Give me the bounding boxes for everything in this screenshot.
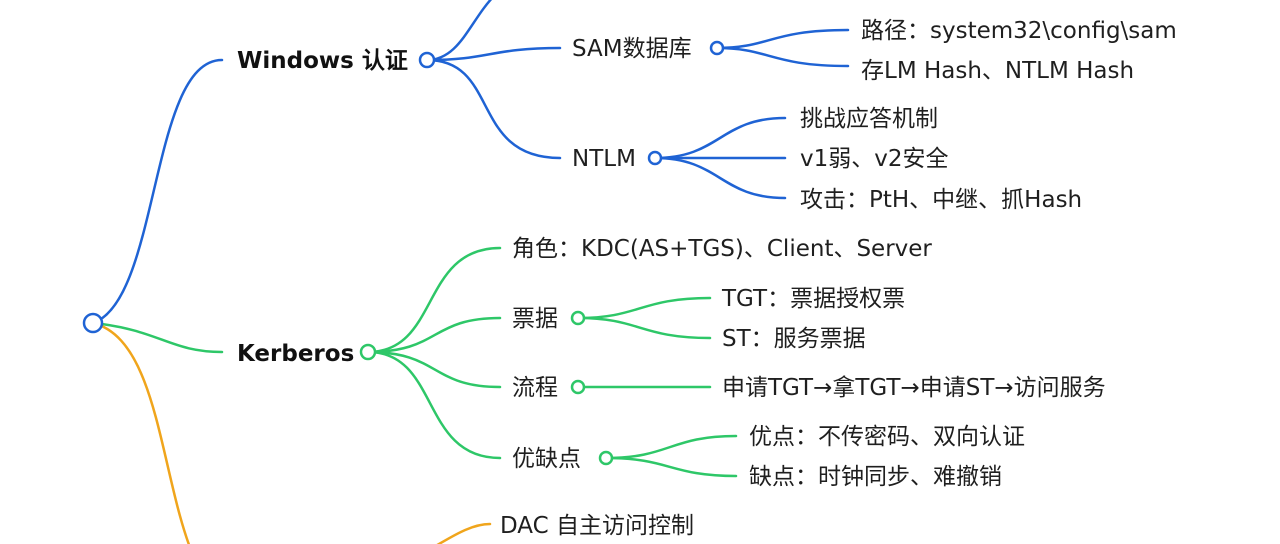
windows-node[interactable] (418, 51, 436, 69)
proscons-node[interactable] (598, 450, 614, 466)
kerberos-node[interactable] (359, 343, 377, 361)
edge-windows-sam (425, 46, 562, 62)
pros-label[interactable]: 优点：不传密码、双向认证 (749, 424, 1025, 450)
root-node[interactable] (82, 312, 104, 334)
edge-windows-ntlm (425, 58, 562, 160)
sam-stores-label[interactable]: 存LM Hash、NTLM Hash (861, 58, 1135, 84)
ntlm-node[interactable] (647, 150, 663, 166)
access-control-branch-lines (91, 321, 492, 544)
cons-label[interactable]: 缺点：时钟同步、难撤销 (749, 464, 1002, 490)
ntlm-attacks-label[interactable]: 攻击：PtH、中继、抓Hash (800, 187, 1083, 213)
ntlm-label[interactable]: NTLM (572, 146, 636, 172)
sam-path-label[interactable]: 路径：system32\config\sam (861, 18, 1177, 44)
kerberos-branch-lines (91, 246, 738, 478)
tickets-node[interactable] (570, 310, 586, 326)
windows-branch-lines (91, 0, 850, 325)
edge-root-access (91, 321, 191, 544)
node-circles (82, 40, 725, 466)
proscons-label[interactable]: 优缺点 (512, 446, 581, 472)
dac-label[interactable]: DAC 自主访问控制 (500, 513, 695, 539)
edge-proscons-pros (604, 434, 738, 460)
edge-tickets-st (576, 316, 712, 340)
tgt-label[interactable]: TGT：票据授权票 (722, 286, 906, 312)
edge-ntlm-challenge (653, 116, 787, 160)
kerberos-roles-label[interactable]: 角色：KDC(AS+TGS)、Client、Server (512, 236, 932, 262)
kerberos-label[interactable]: Kerberos (237, 341, 355, 367)
windows-label[interactable]: Windows 认证 (237, 48, 408, 74)
edge-kerberos-tickets (366, 316, 502, 354)
edge-proscons-cons (604, 456, 738, 478)
edge-ntlm-attacks (653, 156, 787, 200)
ntlm-challenge-label[interactable]: 挑战应答机制 (800, 106, 938, 132)
sam-label[interactable]: SAM数据库 (572, 36, 692, 62)
edge-sam-stores (715, 46, 850, 68)
edge-tickets-tgt (576, 296, 712, 320)
tickets-label[interactable]: 票据 (512, 306, 558, 332)
edge-sam-path (715, 28, 850, 50)
edge-root-kerberos (91, 321, 224, 354)
flow-node[interactable] (570, 379, 586, 395)
edge-access-dac (436, 522, 492, 544)
edge-kerberos-flow (366, 350, 502, 389)
sam-node[interactable] (709, 40, 725, 56)
flow-steps-label[interactable]: 申请TGT→拿TGT→申请ST→访问服务 (722, 375, 1106, 401)
edge-kerberos-proscons (366, 350, 502, 460)
edge-kerberos-roles (366, 246, 502, 354)
ntlm-versions-label[interactable]: v1弱、v2安全 (800, 146, 949, 172)
st-label[interactable]: ST：服务票据 (722, 326, 866, 352)
edge-windows-offscreen (425, 0, 493, 62)
edge-root-windows (91, 58, 224, 325)
flow-label[interactable]: 流程 (512, 375, 558, 401)
